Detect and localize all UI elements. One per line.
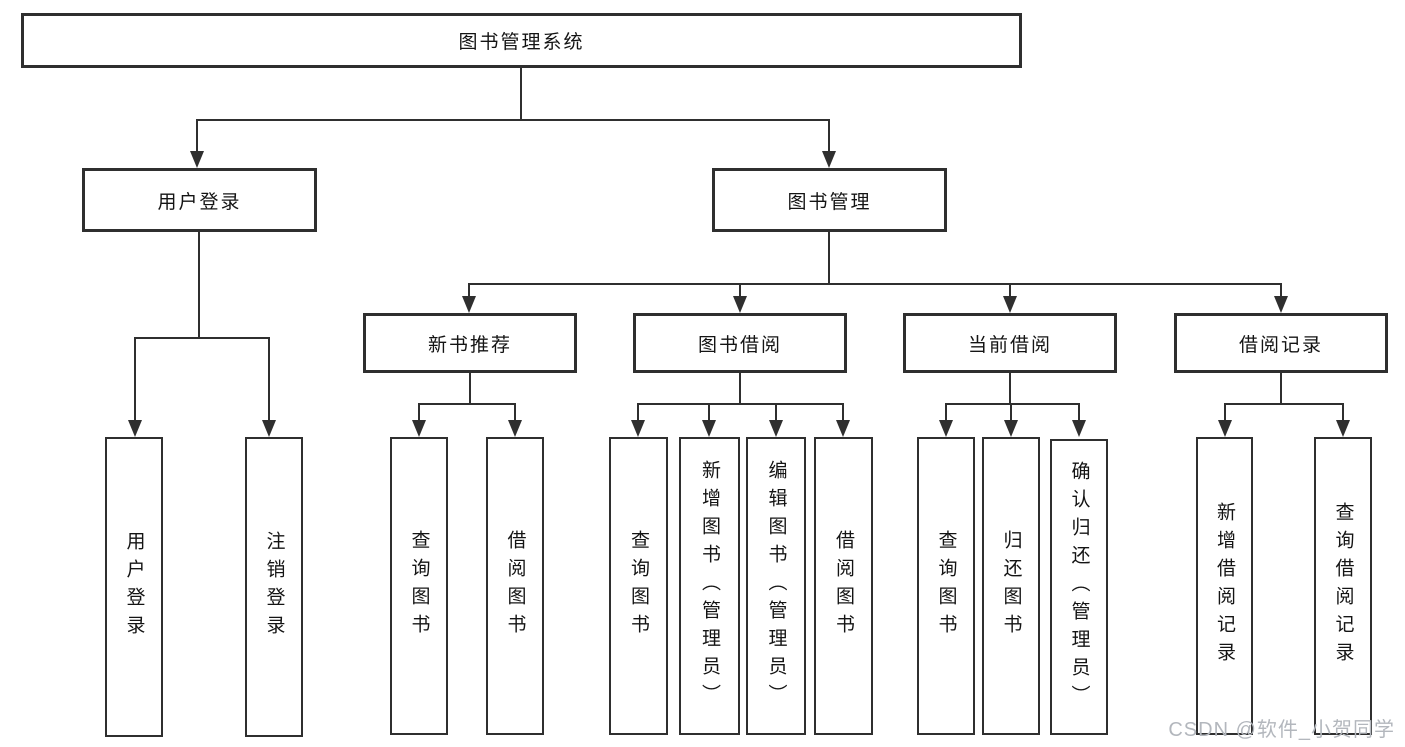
connector-line (1010, 403, 1012, 421)
arrowhead-down-icon (128, 420, 142, 437)
arrowhead-down-icon (702, 420, 716, 437)
node-add-borrow-record: 新增借阅记录 (1196, 437, 1253, 735)
arrowhead-down-icon (412, 420, 426, 437)
connector-line (708, 403, 710, 421)
connector-line (1280, 283, 1282, 298)
arrowhead-down-icon (1218, 420, 1232, 437)
arrowhead-down-icon (508, 420, 522, 437)
node-book-management: 图书管理 (712, 168, 947, 232)
connector-line (268, 337, 270, 421)
node-confirm-return-admin: 确认归还（管理员） (1050, 439, 1108, 735)
connector-line (739, 283, 741, 298)
connector-line (1009, 283, 1011, 298)
connector-line (1224, 403, 1226, 421)
arrowhead-down-icon (1072, 420, 1086, 437)
node-query-books-2: 查询图书 (609, 437, 668, 735)
connector-line (1342, 403, 1344, 421)
node-borrowing-records: 借阅记录 (1174, 313, 1388, 373)
connector-line (418, 403, 516, 405)
connector-line (196, 119, 830, 121)
arrowhead-down-icon (1004, 420, 1018, 437)
connector-line (842, 403, 844, 421)
arrowhead-down-icon (1003, 296, 1017, 313)
node-return-books: 归还图书 (982, 437, 1040, 735)
node-user-login: 用户登录 (82, 168, 317, 232)
connector-line (198, 232, 200, 339)
node-query-books-1: 查询图书 (390, 437, 448, 735)
node-book-borrowing: 图书借阅 (633, 313, 847, 373)
connector-line (520, 68, 522, 121)
connector-line (1224, 403, 1344, 405)
connector-line (1280, 373, 1282, 405)
arrowhead-down-icon (836, 420, 850, 437)
arrowhead-down-icon (631, 420, 645, 437)
node-logout: 注销登录 (245, 437, 303, 737)
arrowhead-down-icon (262, 420, 276, 437)
arrowhead-down-icon (769, 420, 783, 437)
connector-line (945, 403, 1080, 405)
arrowhead-down-icon (1274, 296, 1288, 313)
connector-line (1078, 403, 1080, 421)
node-current-borrowing: 当前借阅 (903, 313, 1117, 373)
arrowhead-down-icon (822, 151, 836, 168)
connector-line (134, 337, 270, 339)
connector-line (514, 403, 516, 421)
connector-line (196, 119, 198, 152)
node-query-books-3: 查询图书 (917, 437, 975, 735)
connector-line (739, 373, 741, 405)
node-user-login-leaf: 用户登录 (105, 437, 163, 737)
arrowhead-down-icon (462, 296, 476, 313)
arrowhead-down-icon (1336, 420, 1350, 437)
csdn-watermark: CSDN @软件_小贺同学 (1168, 719, 1395, 741)
node-add-books-admin: 新增图书（管理员） (679, 437, 740, 735)
connector-line (637, 403, 844, 405)
connector-line (775, 403, 777, 421)
connector-line (828, 232, 830, 285)
node-query-borrow-record: 查询借阅记录 (1314, 437, 1372, 735)
connector-line (468, 283, 1282, 285)
arrowhead-down-icon (733, 296, 747, 313)
arrowhead-down-icon (939, 420, 953, 437)
connector-line (469, 373, 471, 405)
node-edit-books-admin: 编辑图书（管理员） (746, 437, 806, 735)
node-borrow-books-2: 借阅图书 (814, 437, 873, 735)
node-new-book-recommend: 新书推荐 (363, 313, 577, 373)
node-library-system: 图书管理系统 (21, 13, 1022, 68)
connector-line (468, 283, 470, 298)
connector-line (637, 403, 639, 421)
connector-line (418, 403, 420, 421)
connector-line (945, 403, 947, 421)
node-borrow-books-1: 借阅图书 (486, 437, 544, 735)
connector-line (1009, 373, 1011, 405)
connector-line (828, 119, 830, 152)
arrowhead-down-icon (190, 151, 204, 168)
connector-line (134, 337, 136, 421)
